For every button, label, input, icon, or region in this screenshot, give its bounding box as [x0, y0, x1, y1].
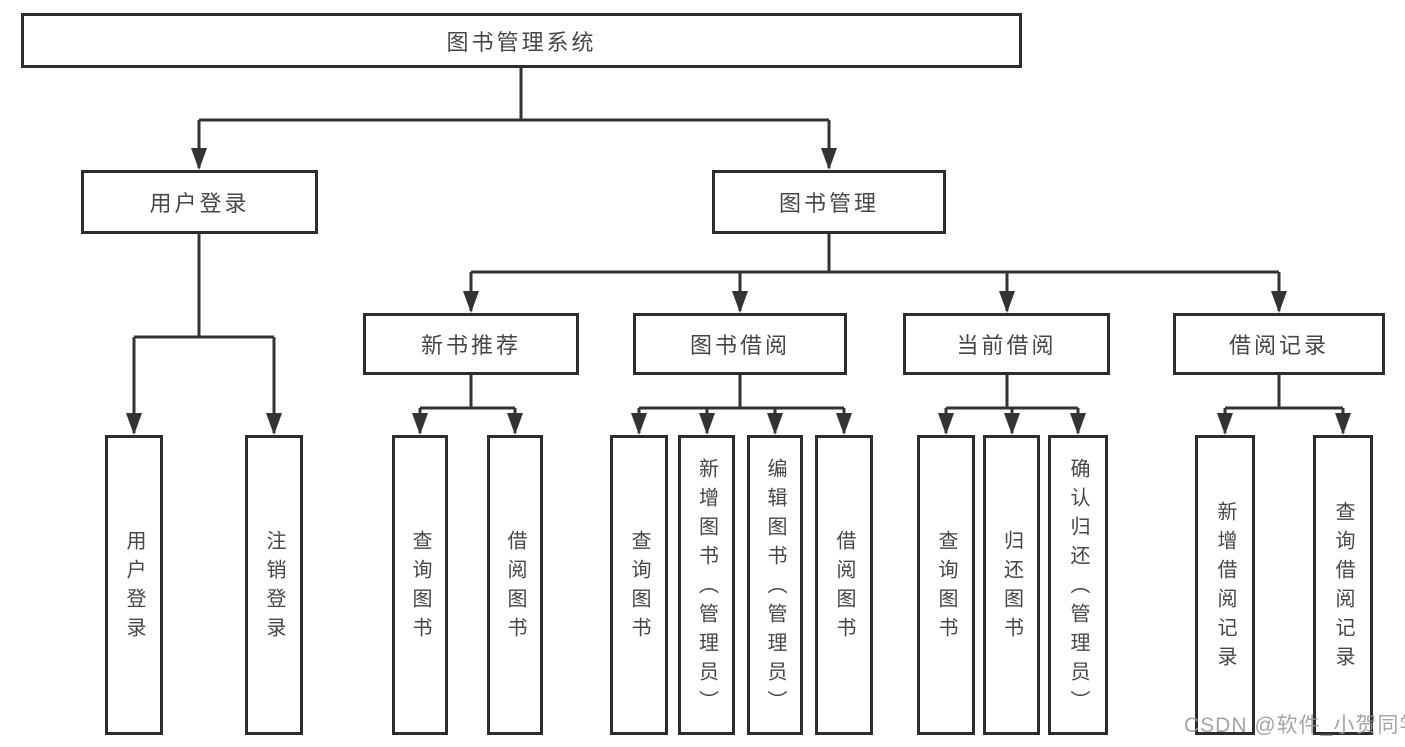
node-current-borrowing: 当前借阅 [903, 313, 1110, 375]
connector-bookborrow-to-leaves [637, 375, 846, 433]
leaf-logout: 注销登录 [245, 435, 303, 735]
connector-userlogin-to-leaves [132, 234, 276, 433]
leaf-user-login: 用户登录 [105, 435, 163, 735]
leaf-borrow-edit-books-admin: 编辑图书（管理员） [747, 435, 803, 735]
node-book-management: 图书管理 [712, 170, 946, 234]
node-borrowing-records: 借阅记录 [1173, 313, 1385, 375]
leaf-borrow-query-books: 查询图书 [610, 435, 668, 735]
connector-root-to-level2 [197, 68, 831, 168]
leaf-borrow-add-books-admin: 新增图书（管理员） [678, 435, 735, 735]
leaf-record-add-borrow-record: 新增借阅记录 [1195, 435, 1255, 735]
connector-borrowrecord-to-leaves [1223, 375, 1345, 433]
connector-bookmgmt-to-level3 [469, 234, 1281, 311]
node-book-borrowing: 图书借阅 [633, 313, 847, 375]
leaf-newbook-query-books: 查询图书 [392, 435, 448, 735]
leaf-current-query-books: 查询图书 [917, 435, 975, 735]
node-root-library-system: 图书管理系统 [21, 13, 1022, 68]
arrowheads [126, 148, 1351, 435]
csdn-watermark: CSDN @软件_小贺同学 [1184, 714, 1405, 737]
node-new-book-recommend: 新书推荐 [363, 313, 579, 375]
node-user-login: 用户登录 [81, 170, 318, 234]
leaf-current-return-books: 归还图书 [983, 435, 1040, 735]
connector-newbook-to-leaves [418, 375, 517, 433]
leaf-record-query-borrow-record: 查询借阅记录 [1313, 435, 1373, 735]
leaf-borrow-borrow-books: 借阅图书 [815, 435, 873, 735]
leaf-current-confirm-return-admin: 确认归还（管理员） [1048, 435, 1108, 735]
leaf-newbook-borrow-books: 借阅图书 [487, 435, 543, 735]
